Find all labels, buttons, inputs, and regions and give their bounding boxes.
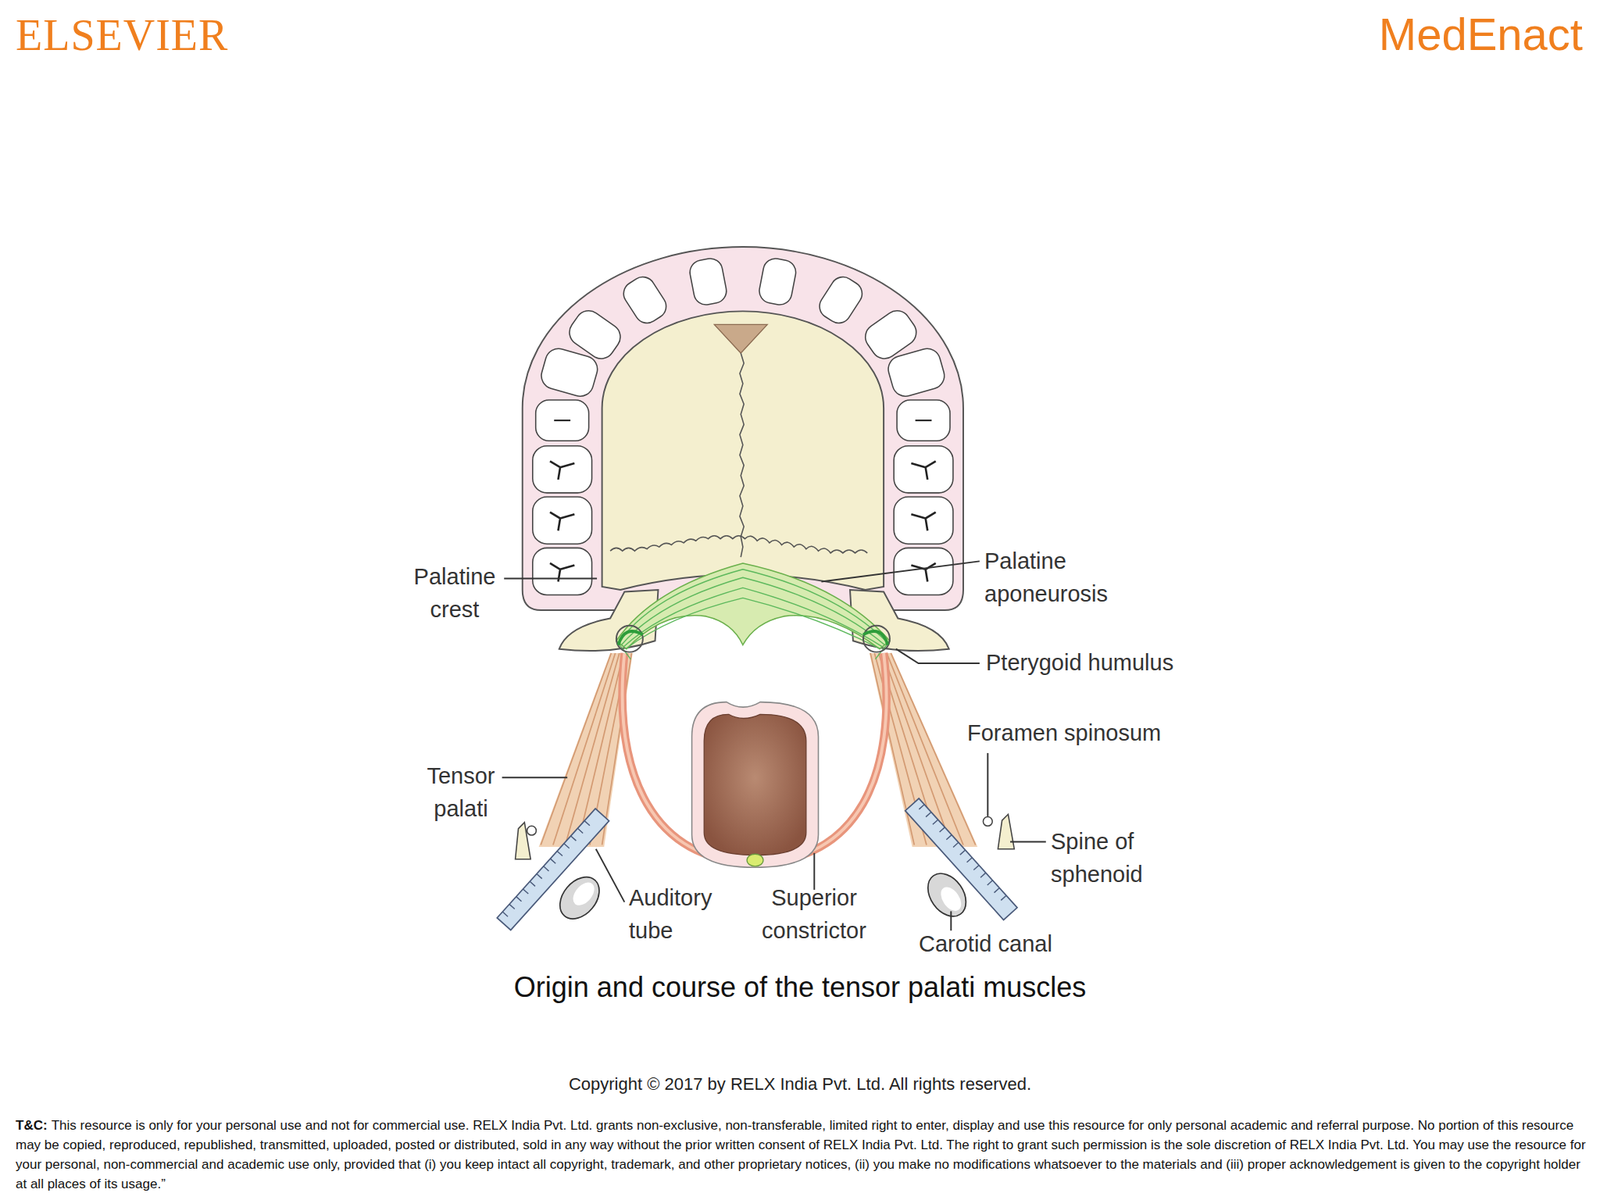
foramen-spinosum xyxy=(527,825,537,836)
teeth xyxy=(532,256,954,595)
part-label: Superior constrictor xyxy=(747,881,881,947)
tendon-hook xyxy=(618,631,643,645)
part-label: Palatine aponeurosis xyxy=(984,544,1157,611)
publisher-logo: ELSEVIER xyxy=(15,7,344,63)
terms-text: This resource is only for your personal … xyxy=(15,1117,1586,1192)
brand-logo: MedEnact xyxy=(1250,6,1583,63)
part-label: Foramen spinosum xyxy=(967,716,1233,750)
part-label: Palatine crest xyxy=(396,560,514,626)
pharyngeal-raphe xyxy=(746,853,764,867)
part-label: Spine of sphenoid xyxy=(1050,825,1176,891)
palatine-aponeurosis xyxy=(616,563,890,650)
copyright-note: Copyright © 2017 by RELX India Pvt. Ltd.… xyxy=(331,1073,1269,1096)
part-label: Pterygoid humulus xyxy=(985,646,1252,679)
part-label: Carotid canal xyxy=(918,927,1138,961)
tendon-hook xyxy=(863,631,888,645)
auditory-tube xyxy=(496,808,609,931)
pharynx xyxy=(692,702,819,868)
terms-paragraph: T&C:This resource is only for your perso… xyxy=(15,1115,1586,1194)
carotid-canal xyxy=(552,866,975,927)
pterygoid-hamulus xyxy=(616,625,643,653)
superior-constrictor xyxy=(622,653,887,863)
leader-lines xyxy=(502,560,1047,931)
gum-arch xyxy=(522,246,964,611)
tensor-palati-fibres xyxy=(540,653,632,846)
superior-constrictor xyxy=(622,653,887,863)
part-label: Tensor palati xyxy=(410,759,512,825)
figure-caption: Origin and course of the tensor palati m… xyxy=(253,969,1347,1006)
hard-palate xyxy=(602,310,884,590)
median-suture xyxy=(739,353,744,558)
transverse-suture xyxy=(610,535,868,554)
foramen-spinosum xyxy=(982,817,993,827)
terms-heading: T&C: xyxy=(15,1117,48,1133)
aponeurosis-fibres xyxy=(616,569,890,660)
sphenoid-spine xyxy=(997,814,1015,849)
pterygoid-hamulus xyxy=(863,625,890,653)
incisive-fossa xyxy=(714,324,768,354)
pharynx-cavity xyxy=(703,714,807,855)
part-label: Auditory tube xyxy=(628,881,739,947)
